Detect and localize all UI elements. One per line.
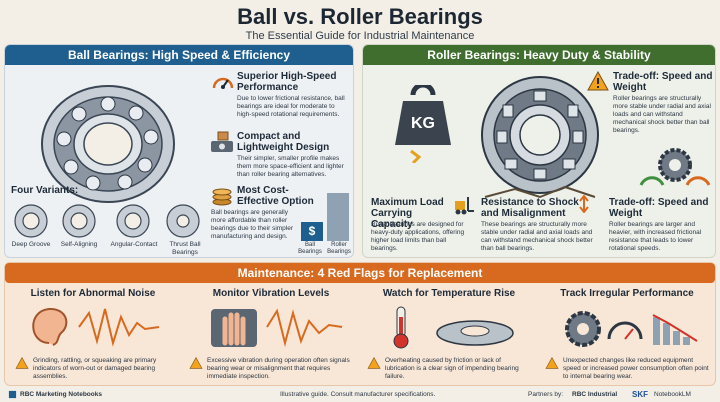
partner-notebooklm: NotebookLM	[654, 391, 691, 398]
flag-card-noise: Listen for Abnormal Noise Grinding, ratt…	[5, 285, 181, 385]
footer-brand: RBC Marketing Notebooks	[20, 391, 102, 398]
feature-cost-title: Most Cost-Effective Option	[237, 185, 314, 207]
maintenance-section: Maintenance: 4 Red Flags for Replacement…	[4, 262, 716, 386]
ball-bearings-panel: Ball Bearings: High Speed & Efficiency S…	[4, 44, 354, 258]
partner-rbc: RBC Industrial	[572, 391, 618, 398]
flag-noise-text: Grinding, rattling, or squeaking are pri…	[33, 357, 157, 380]
feature-compact-title: Compact and Lightweight Design	[237, 131, 330, 153]
cost-chart: $	[297, 189, 353, 241]
shock-title: Resistance to Shock and Misalignment	[481, 197, 579, 219]
feature-high-speed-title: Superior High-Speed Performance	[237, 71, 337, 93]
scale-box-icon	[211, 131, 233, 152]
flag-vibration-text: Excessive vibration during operation oft…	[207, 357, 350, 380]
cost-bar-ball: $	[301, 222, 323, 241]
roller-bearing-large-icon	[481, 76, 599, 199]
ball-bearings-bar: Ball Bearings: High Speed & Efficiency	[5, 45, 353, 65]
warning-icon-performance	[545, 357, 559, 369]
warning-icon-vibration	[189, 357, 203, 369]
capacity-text: Roller bearings are designed for heavy-d…	[371, 221, 465, 252]
cost-label-ball: Ball Bearings	[298, 242, 322, 255]
shock-arrows-icon	[579, 195, 589, 213]
kg-weight-icon	[395, 85, 451, 163]
flag-card-performance: Track Irregular Performance Unexpected c…	[539, 285, 715, 385]
page-subtitle: The Essential Guide for Industrial Maint…	[245, 30, 475, 42]
maintenance-bar: Maintenance: 4 Red Flags for Replacement	[5, 263, 715, 283]
thermometer-icon	[393, 306, 514, 349]
roller-bearings-bar: Roller Bearings: Heavy Duty & Stability	[363, 45, 715, 65]
cost-label-roller: Roller Bearings	[327, 242, 351, 255]
footer-note: Illustrative guide. Consult manufacturer…	[280, 391, 436, 398]
flag-temperature-text: Overheating caused by friction or lack o…	[385, 357, 519, 380]
flag-card-vibration: Monitor Vibration Levels Excessive vibra…	[183, 285, 359, 385]
flag-vibration-title: Monitor Vibration Levels	[212, 288, 330, 299]
ball-bearing-large-icon	[41, 85, 175, 203]
variant-deep-groove: Deep Groove	[11, 241, 51, 248]
warning-icon	[587, 71, 609, 91]
forklift-icon	[455, 197, 474, 215]
dollar-icon: $	[308, 224, 316, 238]
gear-gauge-icon	[639, 148, 711, 186]
variant-thrust-ball: Thrust Ball Bearings	[169, 241, 201, 256]
ear-icon	[32, 307, 160, 347]
footer-partners-label: Partners by:	[528, 391, 564, 398]
feature-high-speed-text: Due to lower frictional resistance, ball…	[237, 95, 345, 118]
variants-title: Four Variants:	[11, 185, 79, 196]
warning-icon-noise	[15, 357, 29, 369]
hand-vibration-icon	[211, 308, 343, 347]
variant-angular-contact: Angular-Contact	[110, 241, 158, 248]
notebook-icon	[8, 390, 17, 399]
flag-card-temperature: Watch for Temperature Rise Overheating c…	[361, 285, 537, 385]
tradeoff-bottom-title: Trade-off: Speed and Weight	[609, 197, 709, 219]
partner-skf-logo: SKF	[632, 390, 648, 399]
coins-icon	[212, 188, 232, 206]
capacity-title: Maximum Load Carrying Capacity	[371, 197, 444, 230]
tradeoff-bottom-text: Roller bearings are larger and heavier, …	[609, 221, 702, 252]
variant-bearings-icons	[14, 204, 200, 238]
roller-bearings-panel: Roller Bearings: Heavy Duty & Stability …	[362, 44, 716, 258]
tradeoff-top-title: Trade-off: Speed and Weight	[613, 71, 713, 93]
page-title: Ball vs. Roller Bearings	[237, 4, 483, 29]
feature-compact-text: Their simpler, smaller profile makes the…	[237, 155, 344, 178]
variant-self-aligning: Self-Aligning	[60, 241, 98, 248]
warning-icon-temperature	[367, 357, 381, 369]
flag-noise-title: Listen for Abnormal Noise	[30, 288, 156, 299]
speedometer-icon	[212, 77, 234, 89]
kg-label: KG	[411, 115, 435, 132]
shock-text: These bearings are structurally more sta…	[481, 221, 593, 252]
flag-temperature-title: Watch for Temperature Rise	[382, 288, 516, 299]
cost-bar-roller	[327, 193, 349, 241]
feature-cost-text: Ball bearings are generally more afforda…	[211, 209, 294, 240]
flag-performance-text: Unexpected changes like reduced equipmen…	[563, 357, 709, 380]
flag-performance-title: Track Irregular Performance	[560, 288, 694, 299]
tradeoff-top-text: Roller bearings are structurally more st…	[613, 95, 711, 134]
gear-chart-decline-icon	[565, 311, 698, 347]
